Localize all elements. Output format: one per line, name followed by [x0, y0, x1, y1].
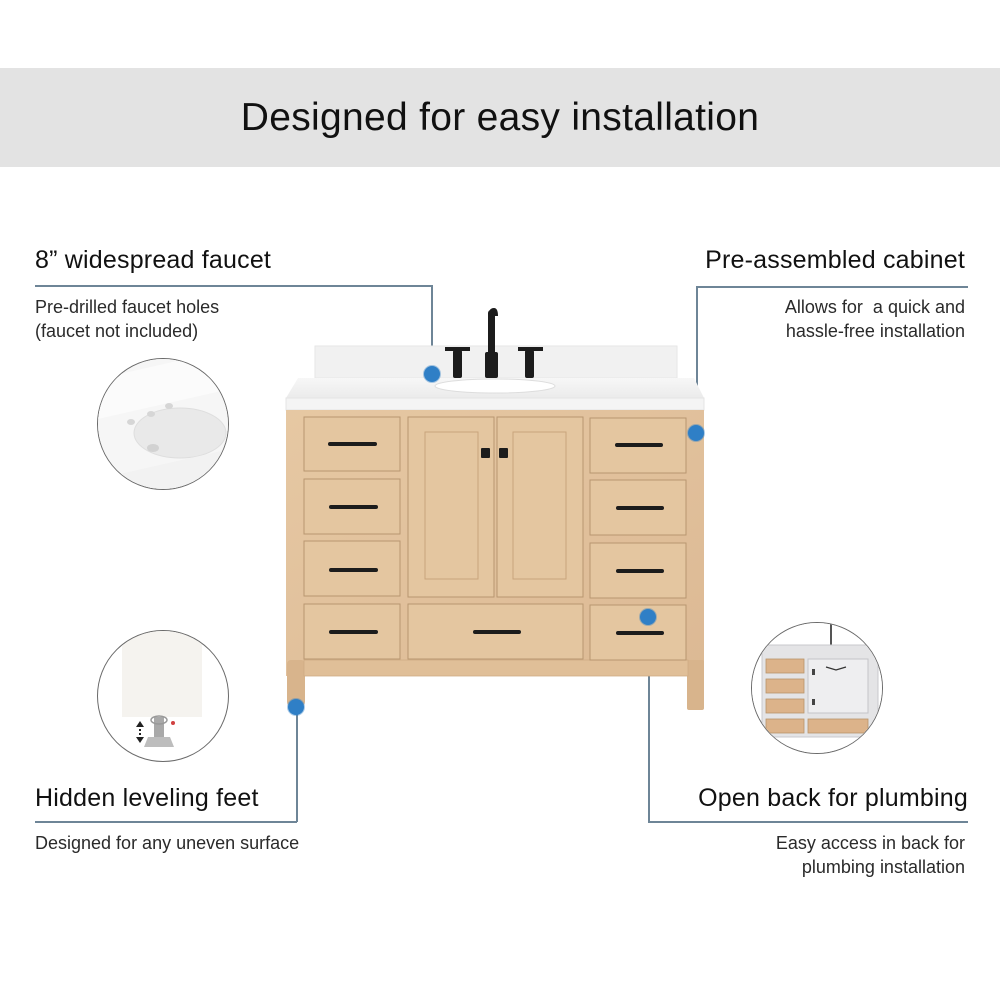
- marker-dot-faucet[interactable]: [424, 366, 440, 382]
- page-title: Designed for easy installation: [240, 95, 760, 139]
- feature-desc-cabinet: Allows for a quick and hassle-free insta…: [785, 295, 965, 343]
- marker-dot-feet[interactable]: [288, 699, 304, 715]
- marker-dot-plumbing[interactable]: [640, 609, 656, 625]
- leveling-foot-icon: [122, 631, 202, 747]
- leader-line-faucet-v: [431, 285, 433, 374]
- open-back-icon: [752, 623, 882, 753]
- feature-title-faucet: 8” widespread faucet: [35, 246, 272, 274]
- faucet-icon: [445, 308, 543, 378]
- feature-desc-line: (faucet not included): [35, 321, 199, 341]
- feature-title-cabinet: Pre-assembled cabinet: [705, 246, 965, 274]
- callout-leveling-foot: [97, 630, 229, 762]
- sink-basin-icon: [98, 359, 228, 489]
- up-down-arrow-icon: [136, 721, 144, 743]
- leader-line-cabinet-h: [696, 286, 968, 288]
- header-banner: Designed for easy installation: [0, 68, 1000, 167]
- feature-desc-line: plumbing installation: [801, 857, 965, 877]
- marker-dot-cabinet[interactable]: [688, 425, 704, 441]
- leader-line-feet-v: [296, 707, 298, 822]
- feature-desc-feet: Designed for any uneven surface: [35, 831, 299, 855]
- feature-title-plumbing: Open back for plumbing: [698, 784, 968, 812]
- leader-line-plumbing-v: [648, 617, 650, 822]
- leader-line-cabinet-v: [696, 286, 698, 433]
- callout-sink-closeup: [97, 358, 229, 490]
- feature-desc-line: Allows for a quick and: [784, 297, 965, 317]
- leader-line-feet-h: [35, 821, 297, 823]
- feature-desc-line: Easy access in back for: [775, 833, 965, 853]
- leader-line-plumbing-h: [648, 821, 968, 823]
- feature-title-feet: Hidden leveling feet: [35, 784, 259, 812]
- feature-desc-line: Pre-drilled faucet holes: [35, 297, 220, 317]
- feature-desc-faucet: Pre-drilled faucet holes (faucet not inc…: [35, 295, 219, 343]
- feature-desc-plumbing: Easy access in back for plumbing install…: [776, 831, 965, 879]
- feature-desc-line: Designed for any uneven surface: [35, 833, 300, 853]
- feature-desc-line: hassle-free installation: [785, 321, 965, 341]
- leader-line-faucet-h: [35, 285, 432, 287]
- callout-open-back: [751, 622, 883, 754]
